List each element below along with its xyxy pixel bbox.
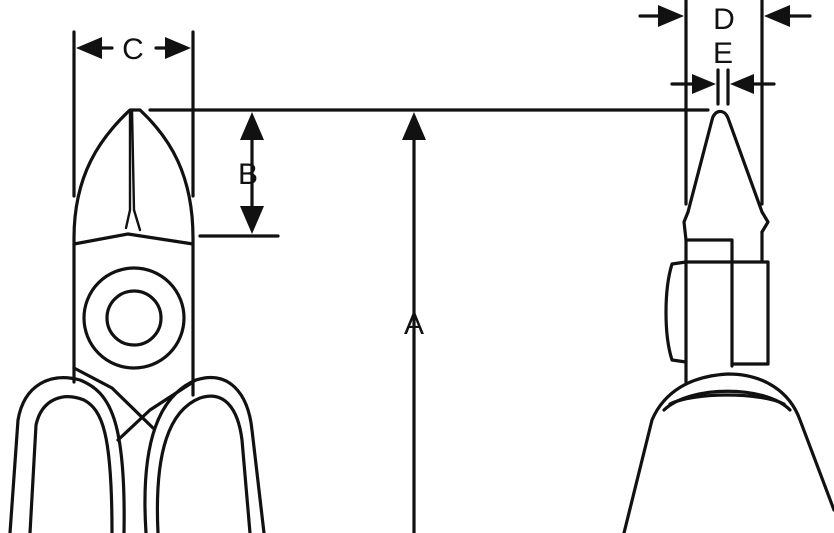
pivot-outer-circle [82, 266, 186, 370]
dimension-c-arrow-left [76, 37, 102, 59]
label-d: D [713, 3, 735, 36]
pivot-inner-circle [105, 289, 163, 347]
side-tip-left-edge [682, 210, 690, 242]
left-handle-outer [8, 376, 126, 533]
dimension-c-arrow-right [165, 37, 191, 59]
side-boss-right [730, 260, 770, 366]
right-handle-outer [143, 376, 266, 533]
dimension-e-arrow-left [692, 74, 716, 94]
label-a: A [404, 308, 424, 341]
label-b: B [238, 158, 258, 191]
side-handle-band2 [668, 393, 786, 406]
side-tip-outline [686, 109, 770, 234]
side-head-body [684, 230, 764, 384]
joint-diagonal-left [72, 366, 155, 430]
side-view-pliers [622, 109, 834, 533]
jaw-bevel-line [72, 232, 195, 246]
dimension-d-arrow-left [658, 5, 684, 27]
left-handle-inner [28, 395, 114, 533]
dimension-e-arrow-right [730, 74, 754, 94]
front-head-outline [72, 108, 195, 397]
side-head-plate [684, 238, 734, 368]
front-view-pliers [8, 108, 266, 533]
jaw-center-line [124, 108, 142, 232]
dimension-labels: A B C D E [122, 3, 735, 341]
side-handle-outer [622, 372, 834, 533]
label-e: E [713, 37, 733, 70]
dimension-b-arrow-top [240, 112, 264, 140]
label-c: C [122, 33, 144, 66]
right-handle-inner [155, 394, 252, 533]
dimension-d-arrow-right [764, 5, 790, 27]
dimension-a-arrow [402, 112, 426, 140]
side-boss [664, 260, 688, 364]
dimension-lines [72, 0, 812, 533]
dimension-b-arrow-bottom [240, 206, 264, 234]
